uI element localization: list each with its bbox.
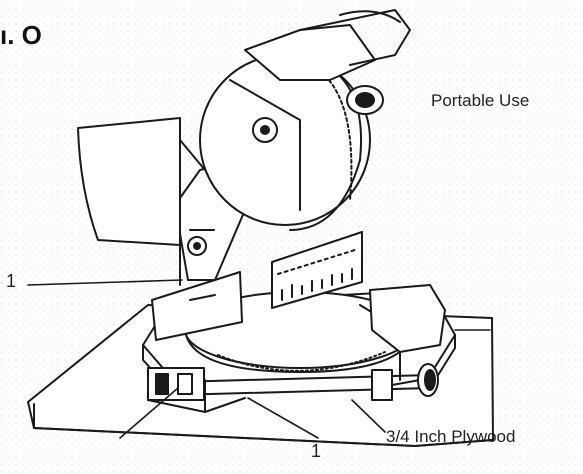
front-handle-box	[147, 367, 205, 401]
callout-line-bottom	[247, 397, 319, 439]
dust-bag	[77, 117, 206, 246]
motor-handle	[244, 9, 411, 115]
plywood-label: 3/4 Inch Plywood	[386, 427, 516, 446]
clamp-assembly	[369, 284, 446, 401]
figure-label: ı. O	[0, 20, 42, 50]
callout-number-left: 1	[6, 271, 17, 291]
left-fence	[151, 271, 243, 341]
callout-number-bottom: 1	[311, 441, 322, 461]
callout-lines	[27, 279, 491, 439]
callout-line-left	[27, 279, 183, 286]
fence-with-scale	[271, 231, 363, 309]
callout-line-lower-left	[119, 387, 179, 439]
portable-use-label: Portable Use	[431, 91, 530, 110]
callout-line-plywood	[351, 399, 386, 433]
